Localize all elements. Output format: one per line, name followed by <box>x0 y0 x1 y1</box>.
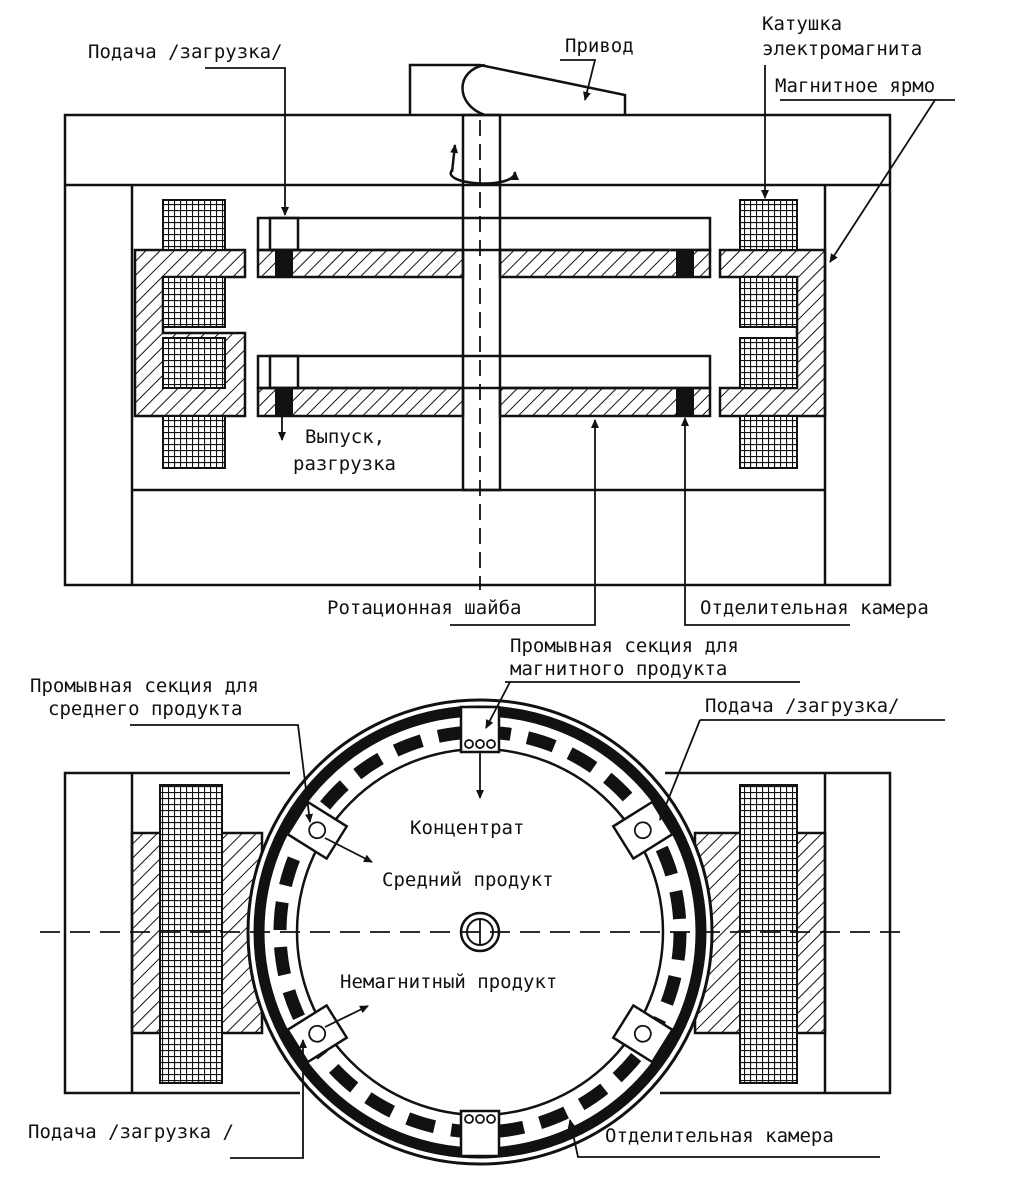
side-section-view <box>63 59 955 626</box>
shaft <box>461 113 502 492</box>
label-discharge-line1: Выпуск, <box>305 426 385 448</box>
leader-separation-chamber-bottom <box>567 1119 880 1158</box>
coil-plan-right <box>739 784 798 1084</box>
magnetic-yoke-right <box>718 248 827 418</box>
label-drive: Привод <box>565 35 634 57</box>
label-feed-bottom: Подача /загрузка / <box>28 1121 234 1143</box>
leader-feed-right <box>659 719 701 821</box>
label-wash-middle-line1: Промывная секция для <box>30 675 259 697</box>
coil-left-3 <box>162 337 226 389</box>
coil-plan-left <box>159 784 223 1084</box>
rotation-arrow <box>449 169 519 185</box>
leader-rotary-disc <box>450 419 599 626</box>
leader-yoke <box>780 99 937 263</box>
magnet-housing-left <box>63 771 300 1095</box>
nonmagnetic-arrow <box>324 1005 369 1028</box>
feed-port-upper-left <box>285 800 349 861</box>
label-concentrate: Концентрат <box>410 817 524 839</box>
leader-drive <box>560 59 597 101</box>
magnet-housing-right <box>660 771 892 1095</box>
leader-separation-chamber <box>681 417 850 626</box>
leader-wash-middle <box>130 724 313 823</box>
coil-left-1 <box>162 199 226 251</box>
coil-right-3 <box>739 337 798 389</box>
label-coil-line2: электромагнита <box>762 38 922 60</box>
wash-section-bottom <box>459 1109 501 1158</box>
label-middle-product: Средний продукт <box>382 869 554 891</box>
label-wash-magnetic-line1: Промывная секция для <box>510 635 739 657</box>
label-wash-middle-line2: среднего продукта <box>48 698 242 720</box>
label-separation-chamber-top: Отделительная камера <box>700 597 929 619</box>
label-wash-magnetic-line2: магнитного продукта <box>510 658 727 680</box>
leader-wash-magnetic <box>485 681 511 729</box>
label-separation-chamber-bottom: Отделительная камера <box>605 1125 834 1147</box>
coil-left-2 <box>162 276 226 328</box>
coil-left-4 <box>162 415 226 469</box>
label-feed-top: Подача /загрузка/ <box>88 41 282 63</box>
coil-right-4 <box>739 415 798 469</box>
coil-right-1 <box>739 199 798 251</box>
leader-feed-top <box>205 67 289 216</box>
drive-pulley <box>461 63 486 117</box>
leader-feed-bottom <box>230 1039 307 1159</box>
middle-product-arrow <box>324 837 373 863</box>
plan-view <box>40 681 945 1166</box>
label-rotary-disc: Ротационная шайба <box>327 597 521 619</box>
label-discharge-line2: разгрузка <box>293 453 396 475</box>
lower-rotary-disc-right <box>498 386 712 418</box>
coil-right-2 <box>739 276 798 328</box>
label-yoke: Магнитное ярмо <box>775 75 935 97</box>
label-coil-line1: Катушка <box>762 13 842 35</box>
label-feed-right: Подача /загрузка/ <box>705 695 899 717</box>
magnetic-yoke-left <box>133 248 247 418</box>
feed-port-lower-right <box>611 1003 675 1064</box>
label-nonmagnetic-product: Немагнитный продукт <box>340 971 557 993</box>
upper-rotary-disc-right <box>498 248 712 279</box>
upper-feed-chamber <box>256 216 712 252</box>
lower-feed-chamber <box>256 354 712 390</box>
